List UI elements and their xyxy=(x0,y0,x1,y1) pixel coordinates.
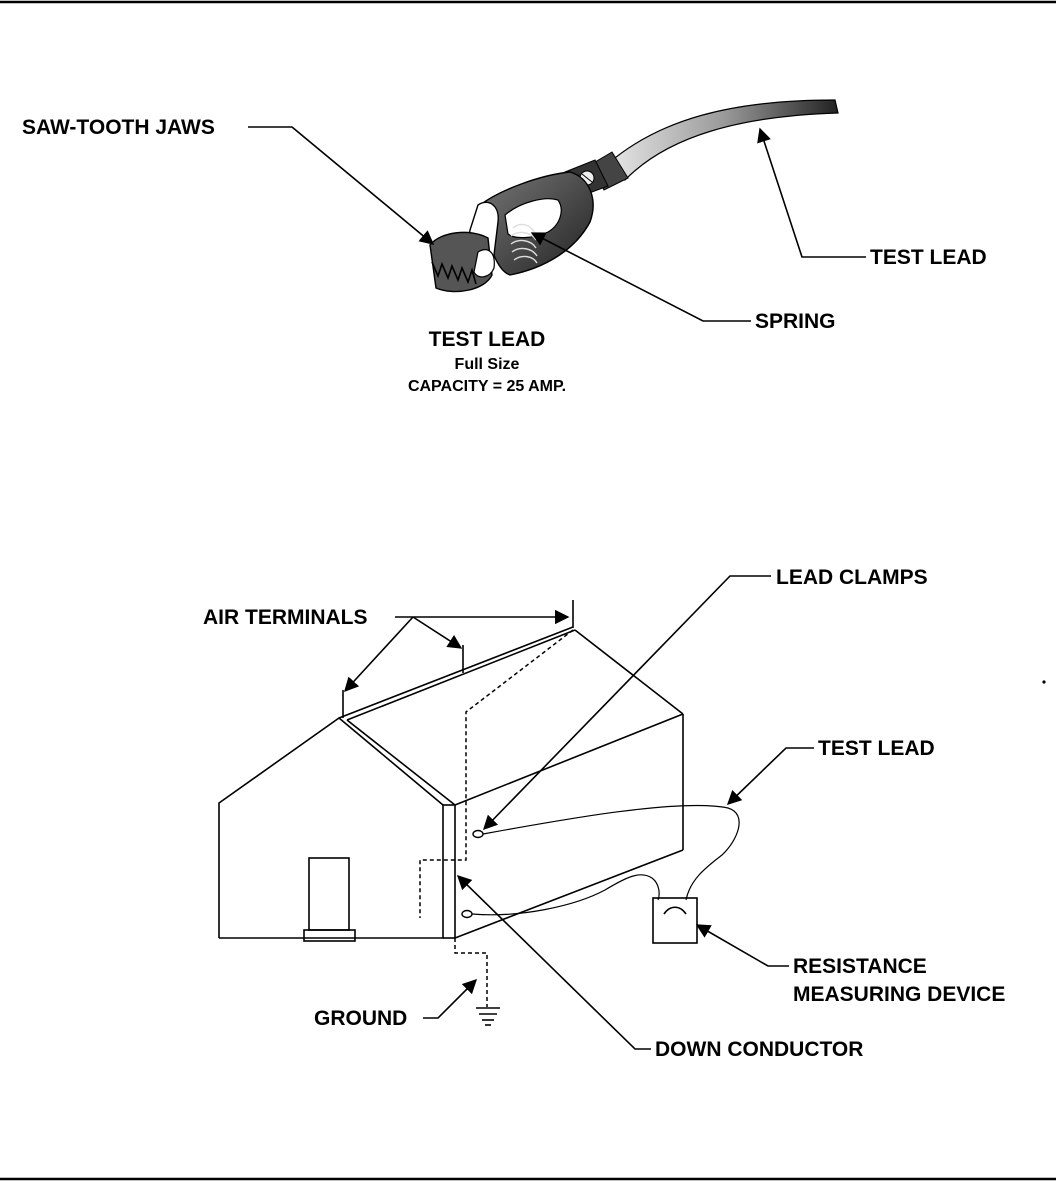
caption-size: Full Size xyxy=(455,356,520,373)
caption-capacity: CAPACITY = 25 AMP. xyxy=(408,378,566,395)
label-test-lead-bottom: TEST LEAD xyxy=(818,737,935,760)
leader-test-lead-top xyxy=(757,127,866,258)
label-air-terminals: AIR TERMINALS xyxy=(203,606,368,629)
test-lead-clip-illustration xyxy=(429,99,839,293)
label-down-conductor: DOWN CONDUCTOR xyxy=(655,1038,863,1061)
jaw-block xyxy=(429,231,493,293)
stray-dot xyxy=(1042,680,1046,684)
lead-clamp-upper xyxy=(472,829,484,839)
test-lead-cable xyxy=(609,99,839,181)
door-step xyxy=(303,929,356,942)
label-test-lead-top: TEST LEAD xyxy=(870,246,987,269)
label-resistance-line2: MEASURING DEVICE xyxy=(793,983,1005,1006)
leader-ground xyxy=(423,978,478,1019)
label-ground: GROUND xyxy=(314,1007,407,1030)
caption-title: TEST LEAD xyxy=(429,328,546,351)
hidden-conductor xyxy=(419,629,574,918)
lead-clamp-lower xyxy=(461,909,473,919)
test-lead-wire-upper xyxy=(482,804,740,901)
leader-spring xyxy=(530,232,751,322)
leader-resistance xyxy=(695,924,789,967)
leader-lead-clamps xyxy=(482,575,771,831)
label-lead-clamps: LEAD CLAMPS xyxy=(776,566,928,589)
saw-teeth xyxy=(431,261,477,285)
leader-saw-tooth-jaws xyxy=(248,126,435,245)
label-saw-tooth-jaws: SAW-TOOTH JAWS xyxy=(22,116,215,139)
building-outline xyxy=(218,716,444,939)
leader-down-conductor xyxy=(456,874,651,1050)
clip-handle-opening xyxy=(504,198,562,239)
building-illustration xyxy=(218,600,740,1026)
resistance-meter xyxy=(652,897,698,944)
leader-air-terminals-1 xyxy=(344,616,414,693)
ground-path xyxy=(454,938,488,1007)
test-lead-wire-lower xyxy=(471,874,660,916)
leader-test-lead-bottom xyxy=(726,747,814,806)
label-resistance-line1: RESISTANCE xyxy=(793,955,927,978)
meter-dial-icon xyxy=(663,906,687,915)
label-spring: SPRING xyxy=(755,310,836,333)
ground-symbol-icon xyxy=(476,1007,500,1026)
door xyxy=(308,857,350,931)
leader-air-terminals-2 xyxy=(412,616,463,649)
